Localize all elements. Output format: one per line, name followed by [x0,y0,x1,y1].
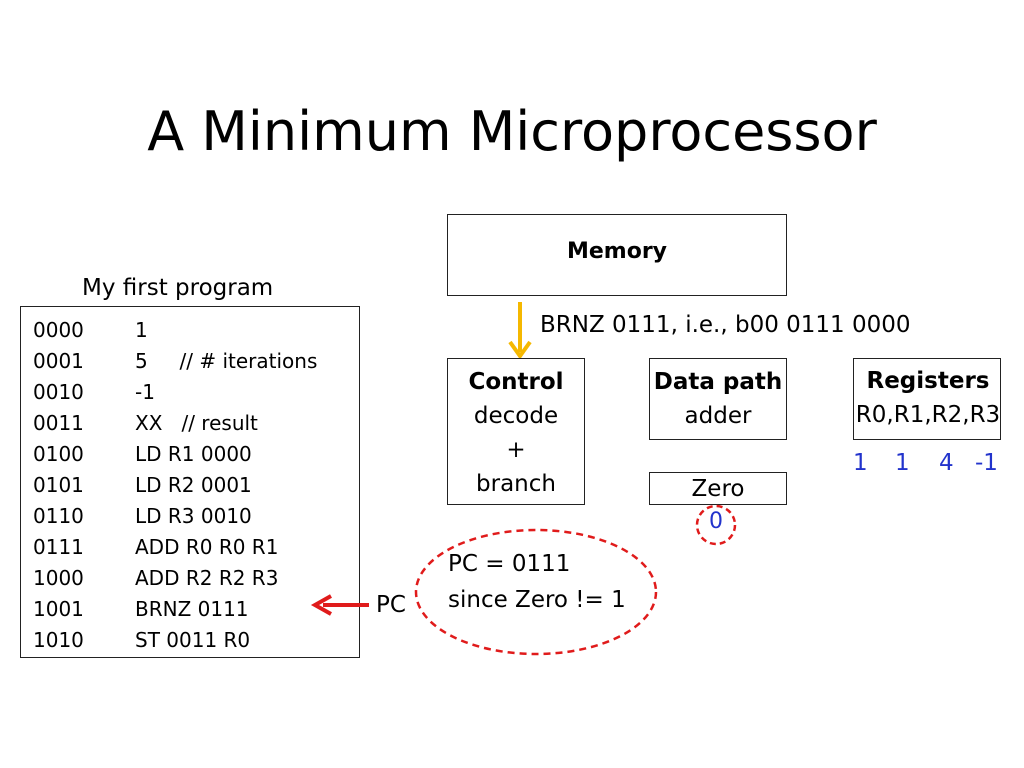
program-instruction: ST 0011 R0 [135,628,251,652]
program-row: 0100 LD R1 0000 [33,439,252,470]
program-row: 0011 XX // result [33,408,258,439]
program-row: 0001 5 // # iterations [33,346,317,377]
pc-note-line2: since Zero != 1 [448,587,626,613]
program-instruction: XX // result [135,411,258,435]
memory-label: Memory [566,239,668,264]
program-address: 0000 [33,318,84,342]
register-value-r1: 1 [895,450,910,476]
registers-names: R0,R1,R2,R3 [855,402,1001,428]
program-row: 0000 1 [33,315,148,346]
program-instruction: LD R1 0000 [135,442,252,466]
program-row: 1010 ST 0011 R0 [33,625,250,656]
fetched-instruction: BRNZ 0111, i.e., b00 0111 0000 [540,312,911,338]
control-box: Control decode + branch [447,358,585,505]
zero-value-highlight [695,504,737,546]
program-row: 0111 ADD R0 R0 R1 [33,532,278,563]
program-address: 1010 [33,628,84,652]
control-plus: + [506,437,526,463]
program-instruction: 1 [135,318,148,342]
control-branch: branch [476,471,556,497]
program-instruction: LD R3 0010 [135,504,252,528]
registers-title: Registers [866,368,990,394]
program-row: 0101 LD R2 0001 [33,470,252,501]
zero-flag-label: Zero [691,476,745,502]
datapath-box: Data path adder [649,358,787,440]
zero-flag-box: Zero [649,472,787,505]
program-instruction: 5 // # iterations [135,349,318,373]
program-address: 0010 [33,380,84,404]
fetch-arrow [508,302,532,360]
pc-label: PC [376,592,406,618]
program-instruction: ADD R2 R2 R3 [135,566,279,590]
program-address: 1000 [33,566,84,590]
program-address: 1001 [33,597,84,621]
pc-arrow [310,594,369,616]
program-instruction: LD R2 0001 [135,473,252,497]
register-value-r2: 4 [939,450,954,476]
program-instruction: BRNZ 0111 [135,597,249,621]
program-address: 0001 [33,349,84,373]
slide-title: A Minimum Microprocessor [147,100,877,163]
program-address: 0111 [33,535,84,559]
program-address: 0110 [33,504,84,528]
program-row: 0010 -1 [33,377,155,408]
pc-note-highlight [414,528,658,656]
program-instruction: ADD R0 R0 R1 [135,535,279,559]
pc-note-line1: PC = 0111 [448,551,571,577]
register-value-r3: -1 [975,450,998,476]
register-value-r0: 1 [853,450,868,476]
program-address: 0011 [33,411,84,435]
program-row: 0110 LD R3 0010 [33,501,252,532]
memory-box: Memory [447,214,787,296]
program-address: 0101 [33,473,84,497]
zero-flag-value: 0 [709,509,723,534]
program-instruction: -1 [135,380,155,404]
datapath-adder: adder [684,403,752,429]
registers-box [853,358,1001,440]
program-listing: 0000 1 0001 5 // # iterations 0010 -1 0011 X… [20,306,360,658]
program-row: 1000 ADD R2 R2 R3 [33,563,278,594]
program-row: 1001 BRNZ 0111 [33,594,249,625]
control-decode: decode [473,403,559,429]
program-address: 0100 [33,442,84,466]
control-title: Control [468,369,564,395]
program-caption: My first program [82,275,274,301]
datapath-title: Data path [653,369,783,395]
